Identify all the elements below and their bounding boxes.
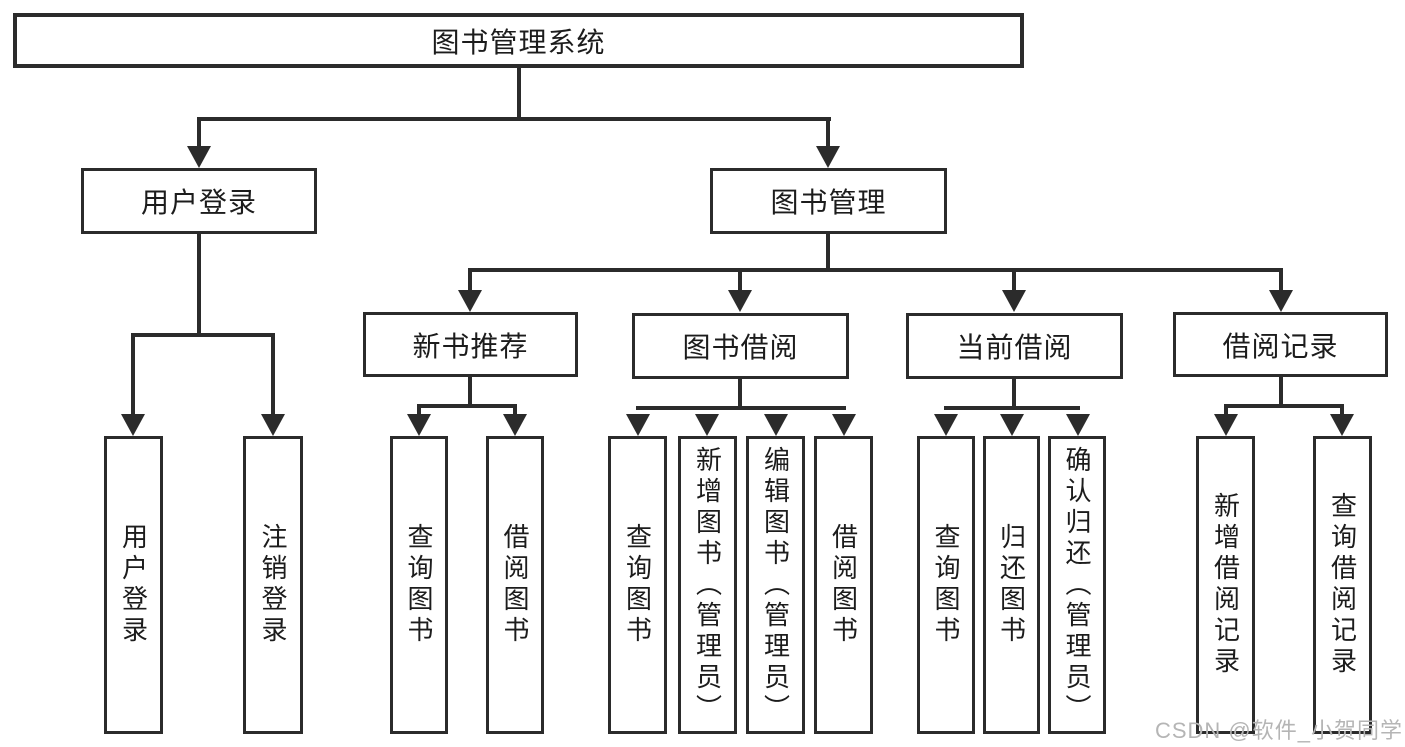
connector-line: [826, 117, 830, 152]
leaf-user-login-label: 用户登录: [118, 523, 149, 647]
connector-line: [1012, 268, 1016, 294]
connector-line: [131, 333, 275, 337]
leaf-borrow-books-1: 借阅图书: [486, 436, 544, 734]
leaf-add-books-admin-label: 新增图书（管理员）: [692, 445, 723, 725]
arrow-down-icon: [1002, 290, 1026, 312]
leaf-query-books-2: 查询图书: [608, 436, 667, 734]
leaf-borrow-books-2: 借阅图书: [814, 436, 873, 734]
arrow-down-icon: [728, 290, 752, 312]
node-current-borrowing: 当前借阅: [906, 313, 1123, 379]
connector-line: [636, 406, 846, 410]
connector-line: [131, 333, 135, 417]
arrow-down-icon: [407, 414, 431, 436]
leaf-edit-books-admin: 编辑图书（管理员）: [746, 436, 805, 734]
arrow-down-icon: [816, 146, 840, 168]
arrow-down-icon: [934, 414, 958, 436]
connector-line: [197, 117, 831, 121]
connector-line: [197, 117, 201, 152]
arrow-down-icon: [261, 414, 285, 436]
connector-line: [271, 333, 275, 417]
connector-line: [738, 268, 742, 294]
connector-line: [1279, 268, 1283, 294]
connector-line: [517, 66, 521, 121]
leaf-query-books-2-label: 查询图书: [622, 523, 653, 647]
node-book-borrowing-label: 图书借阅: [682, 332, 799, 363]
node-book-borrowing: 图书借阅: [632, 313, 849, 379]
connector-line: [826, 232, 830, 272]
arrow-down-icon: [764, 414, 788, 436]
connector-line: [1224, 404, 1228, 420]
arrow-down-icon: [458, 290, 482, 312]
connector-line: [1012, 377, 1016, 410]
node-book-management: 图书管理: [710, 168, 947, 234]
arrow-down-icon: [832, 414, 856, 436]
arrow-down-icon: [1066, 414, 1090, 436]
arrow-down-icon: [121, 414, 145, 436]
leaf-confirm-return-admin: 确认归还（管理员）: [1048, 436, 1106, 734]
connector-line: [944, 406, 1080, 410]
leaf-borrow-books-2-label: 借阅图书: [828, 523, 859, 647]
leaf-query-borrow-record: 查询借阅记录: [1313, 436, 1372, 734]
arrow-down-icon: [187, 146, 211, 168]
leaf-add-borrow-record-label: 新增借阅记录: [1210, 492, 1241, 678]
leaf-logout-label: 注销登录: [258, 523, 288, 647]
node-current-borrowing-label: 当前借阅: [956, 332, 1073, 363]
leaf-logout: 注销登录: [243, 436, 303, 734]
connector-line: [468, 268, 472, 294]
leaf-edit-books-admin-label: 编辑图书（管理员）: [760, 445, 791, 725]
connector-line: [738, 377, 742, 410]
node-new-book-recommendation-label: 新书推荐: [412, 330, 529, 362]
connector-line: [468, 375, 472, 408]
arrow-down-icon: [1330, 414, 1354, 436]
leaf-return-books-label: 归还图书: [996, 523, 1027, 647]
connector-line: [197, 232, 201, 337]
node-new-book-recommendation: 新书推荐: [363, 312, 578, 377]
leaf-query-books-3-label: 查询图书: [931, 523, 961, 647]
node-root: 图书管理系统: [13, 13, 1024, 68]
leaf-add-books-admin: 新增图书（管理员）: [678, 436, 737, 734]
node-user-login-label: 用户登录: [140, 187, 257, 218]
leaf-query-books-1: 查询图书: [390, 436, 448, 734]
node-borrowing-records: 借阅记录: [1173, 312, 1388, 377]
leaf-user-login: 用户登录: [104, 436, 163, 734]
node-book-management-label: 图书管理: [770, 187, 887, 218]
arrow-down-icon: [503, 414, 527, 436]
arrow-down-icon: [1000, 414, 1024, 436]
leaf-query-books-1-label: 查询图书: [404, 523, 434, 647]
leaf-query-borrow-record-label: 查询借阅记录: [1327, 492, 1358, 678]
connector-line: [513, 404, 517, 420]
arrow-down-icon: [1214, 414, 1238, 436]
leaf-return-books: 归还图书: [983, 436, 1040, 734]
connector-line: [468, 268, 1283, 272]
arrow-down-icon: [626, 414, 650, 436]
connector-line: [417, 404, 517, 408]
csdn-watermark: CSDN @软件_小贺同学: [1154, 718, 1403, 743]
connector-line: [417, 404, 421, 420]
connector-line: [1340, 404, 1344, 420]
arrow-down-icon: [1269, 290, 1293, 312]
leaf-query-books-3: 查询图书: [917, 436, 975, 734]
arrow-down-icon: [695, 414, 719, 436]
node-root-label: 图书管理系统: [431, 26, 606, 58]
leaf-borrow-books-1-label: 借阅图书: [500, 523, 530, 647]
node-borrowing-records-label: 借阅记录: [1222, 330, 1339, 362]
leaf-confirm-return-admin-label: 确认归还（管理员）: [1062, 445, 1092, 725]
node-user-login: 用户登录: [81, 168, 317, 234]
connector-line: [1279, 375, 1283, 408]
connector-line: [1224, 404, 1344, 408]
leaf-add-borrow-record: 新增借阅记录: [1196, 436, 1255, 734]
